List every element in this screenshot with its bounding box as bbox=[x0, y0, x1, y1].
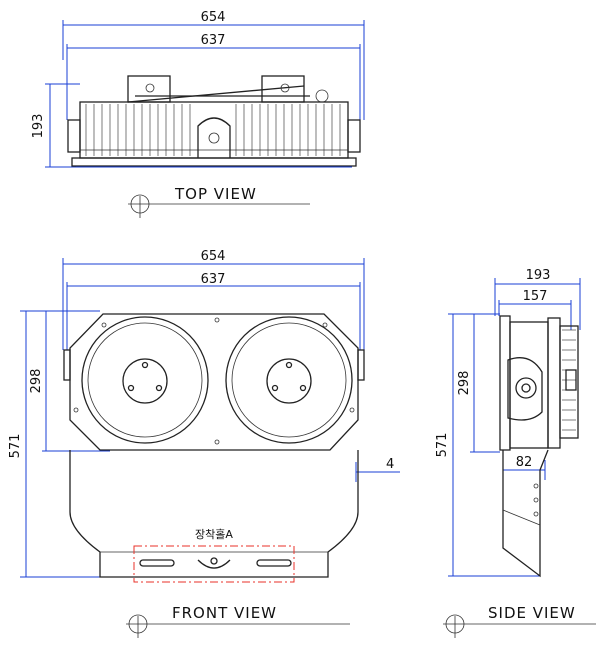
side-pivot bbox=[515, 377, 537, 399]
side-heatsink bbox=[559, 325, 579, 439]
right-lamp-center bbox=[266, 358, 312, 404]
front-dim-654: 654 bbox=[201, 249, 226, 264]
mount-hole-label: 장착홀A bbox=[195, 528, 233, 541]
left-lamp-center bbox=[122, 358, 168, 404]
top-dim-637: 637 bbox=[201, 33, 226, 48]
front-lower-body bbox=[69, 450, 359, 578]
side-view: 193 157 571 298 82 bbox=[435, 268, 596, 638]
front-dim-298: 298 bbox=[29, 369, 44, 394]
mount-slot-right bbox=[256, 559, 292, 567]
top-view: 654 637 193 bbox=[31, 10, 365, 218]
front-dim-637: 637 bbox=[201, 272, 226, 287]
side-view-title: SIDE VIEW bbox=[488, 604, 576, 622]
front-dim-571: 571 bbox=[8, 434, 23, 459]
side-dim-193: 193 bbox=[526, 268, 551, 283]
top-dim-654: 654 bbox=[201, 10, 226, 25]
top-view-title: TOP VIEW bbox=[174, 185, 257, 203]
front-view-title: FRONT VIEW bbox=[172, 604, 277, 622]
front-dim-4: 4 bbox=[386, 457, 394, 472]
front-view: 654 637 571 298 4 bbox=[8, 249, 400, 638]
right-lamp bbox=[225, 316, 353, 444]
front-head-plate bbox=[69, 313, 359, 451]
side-dim-157: 157 bbox=[523, 289, 548, 304]
mount-slot-left bbox=[139, 559, 175, 567]
side-mount-arm bbox=[502, 449, 549, 578]
left-lamp bbox=[81, 316, 209, 444]
side-dim-82: 82 bbox=[516, 455, 533, 470]
side-fins bbox=[562, 329, 576, 431]
top-dim-193: 193 bbox=[31, 114, 46, 139]
mount-hole-highlight bbox=[133, 545, 295, 583]
side-pivot-bracket bbox=[507, 357, 543, 421]
top-fins bbox=[85, 104, 341, 156]
side-dim-571: 571 bbox=[435, 433, 450, 458]
side-dim-298: 298 bbox=[457, 371, 472, 396]
mount-hole-center bbox=[197, 559, 231, 569]
